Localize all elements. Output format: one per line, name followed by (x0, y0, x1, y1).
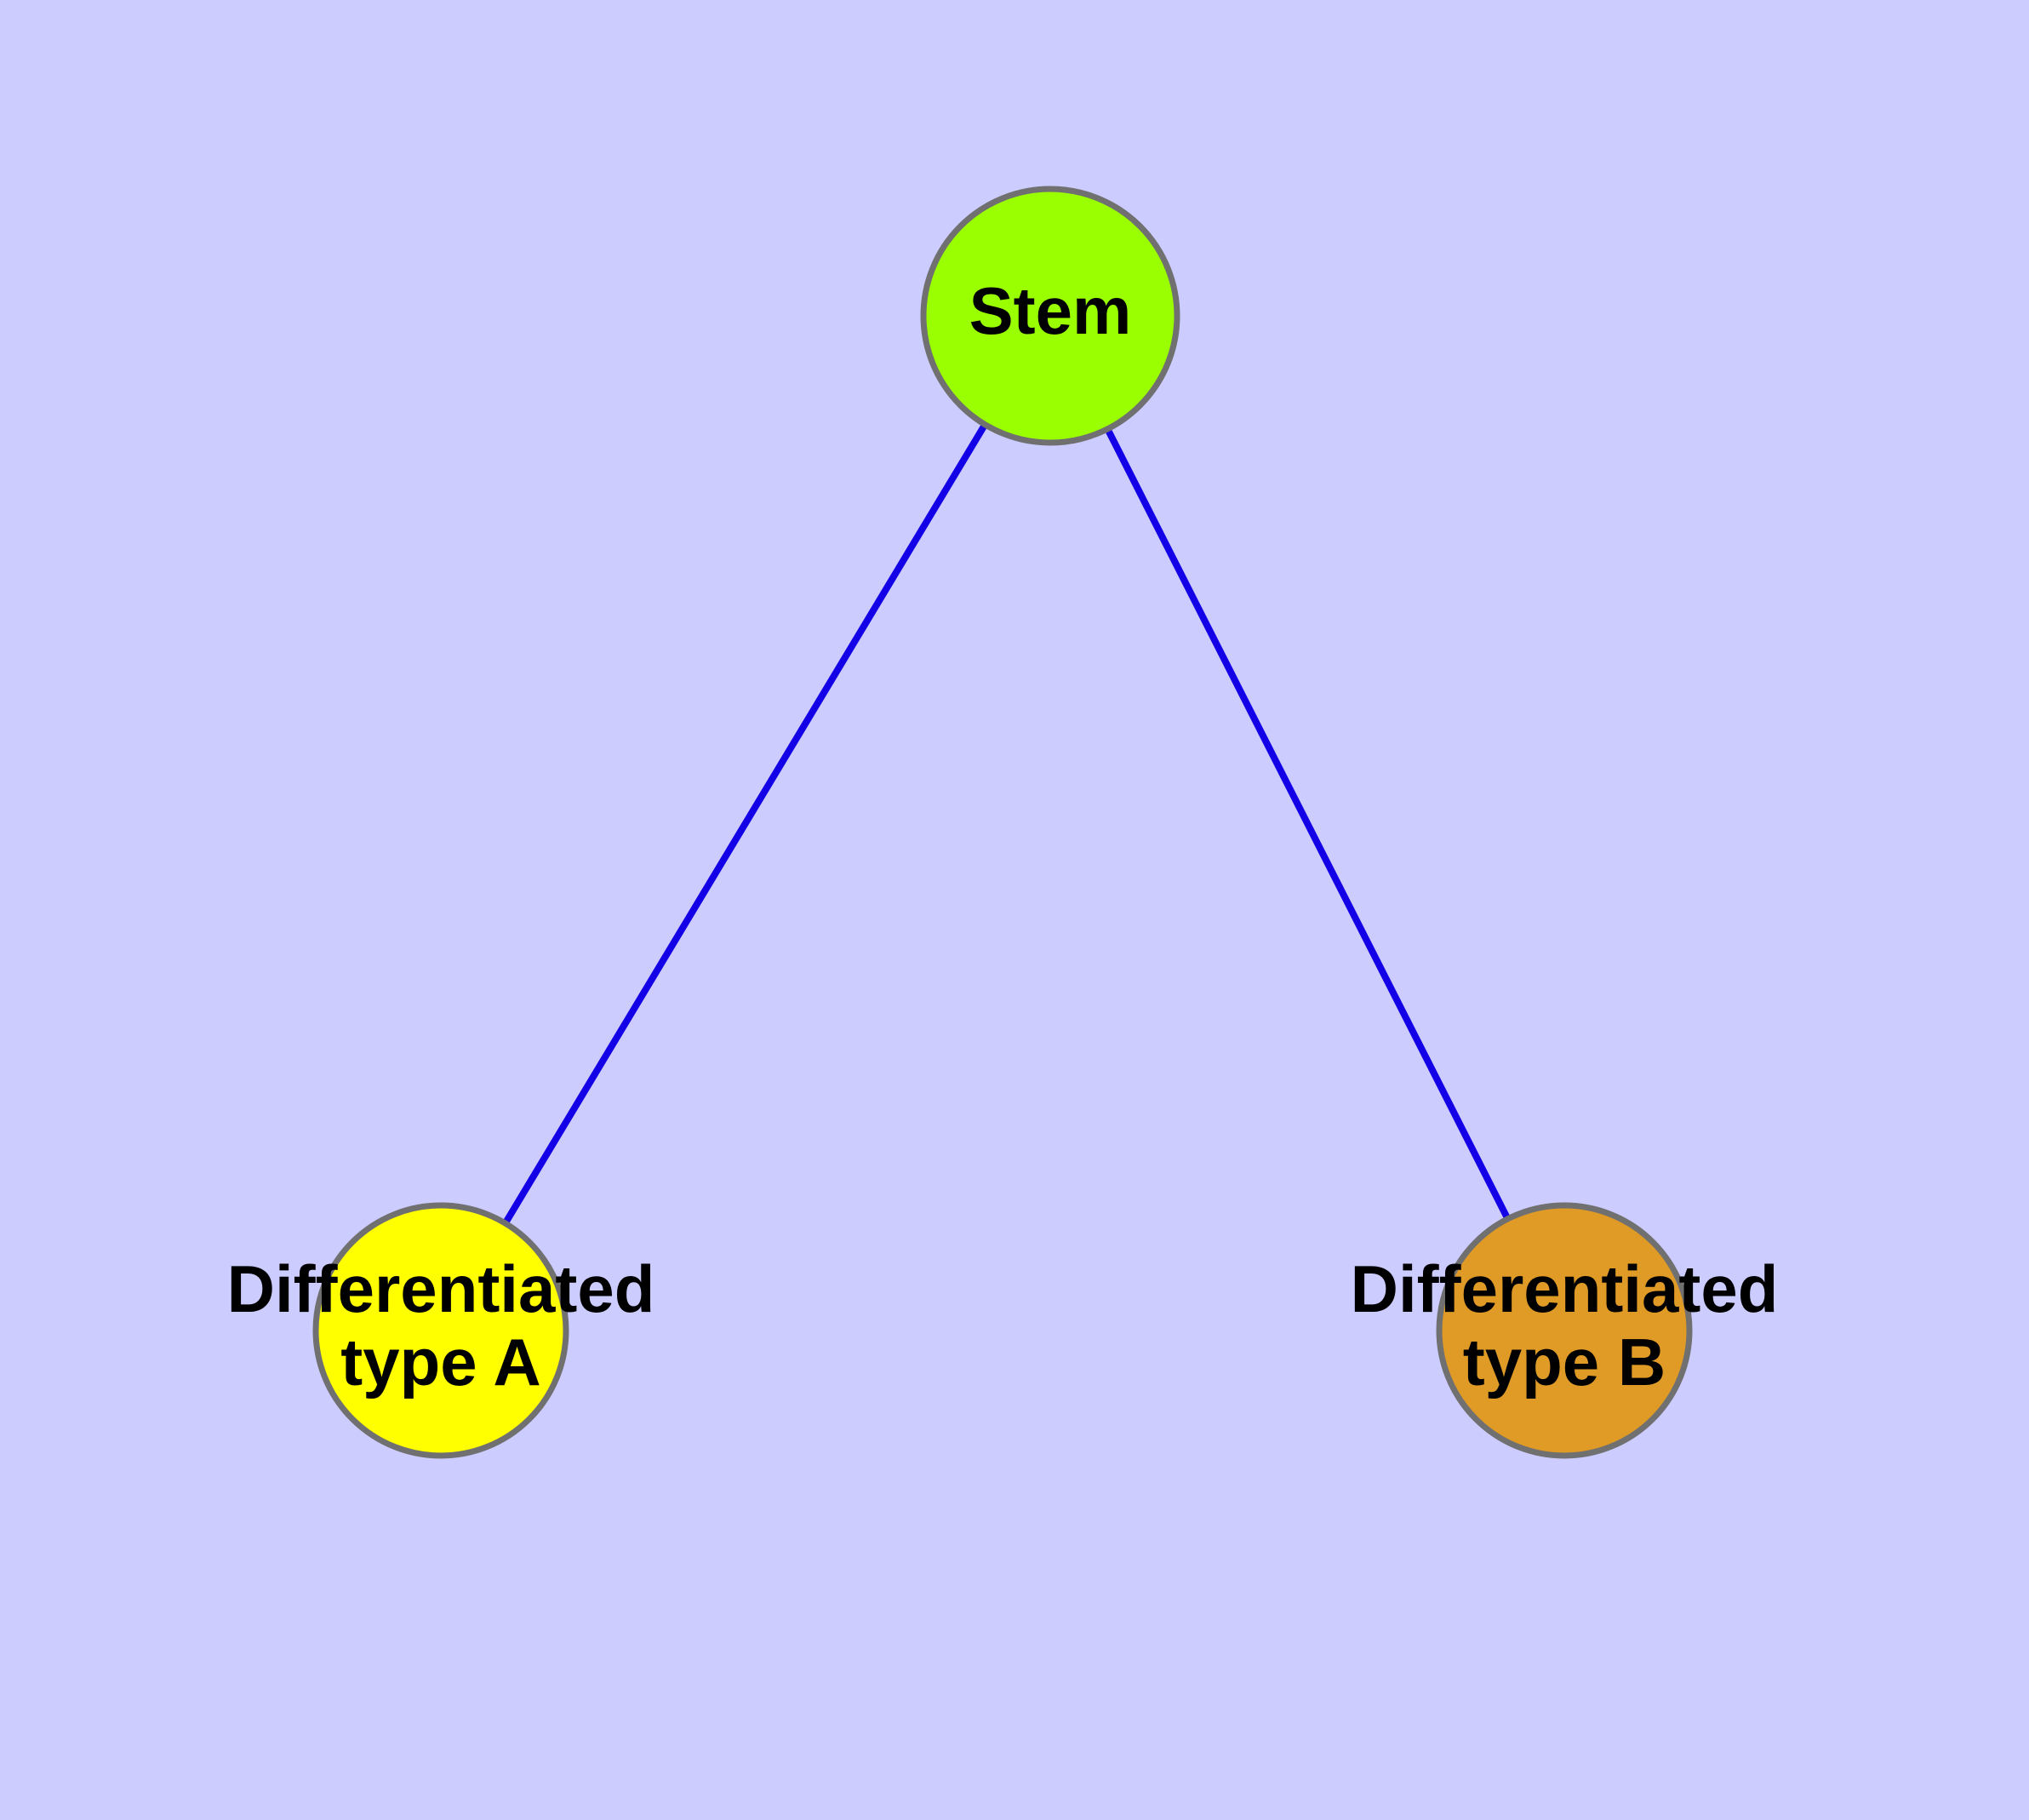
node-stem-label: Stem (969, 273, 1132, 348)
node-differentiated-type-b-circle[interactable] (1436, 1202, 1693, 1459)
label-line: Stem (969, 273, 1132, 348)
node-stem-circle[interactable] (920, 186, 1180, 446)
label-line: type B (1463, 1325, 1666, 1399)
label-line: type A (340, 1325, 541, 1399)
edge-stem-to-differentiated-type-a[interactable] (437, 312, 1054, 1334)
node-differentiated-type-a-circle[interactable] (312, 1202, 569, 1459)
label-line: Differentiated (1351, 1251, 1779, 1326)
label-line: Differentiated (227, 1251, 655, 1326)
edge-stem-to-differentiated-type-b[interactable] (1047, 312, 1568, 1334)
edges-layer (437, 312, 1568, 1334)
node-stem[interactable]: Stem (920, 186, 1180, 446)
